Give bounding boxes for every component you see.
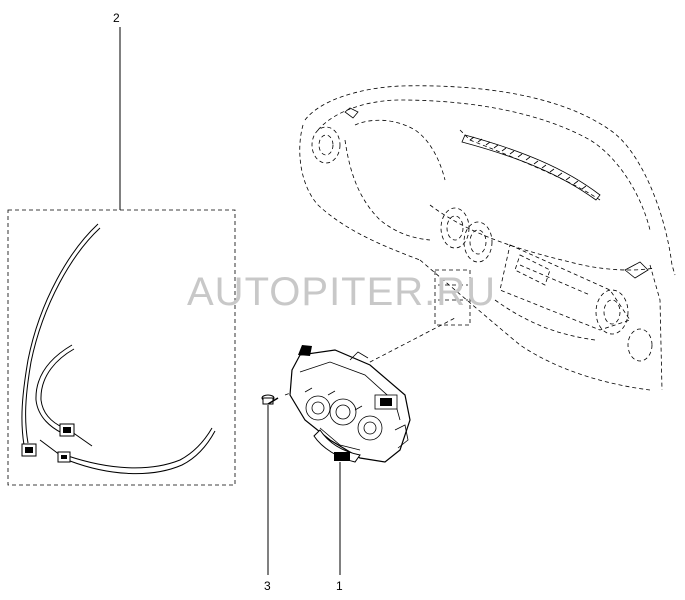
- heater-control-panel: [289, 345, 411, 463]
- wiring-kit-frame: [7, 209, 236, 486]
- callout-2-group: 2: [7, 11, 236, 486]
- screw: [261, 394, 279, 405]
- wiring-harness: [21, 223, 216, 475]
- dashboard-outline: [299, 85, 676, 391]
- callout-3-label: 3: [264, 579, 271, 593]
- callout-3-group: 3: [264, 405, 271, 593]
- callout-1-label: 1: [336, 579, 343, 593]
- callout-2-label: 2: [113, 11, 120, 25]
- callout-1-group: 1: [336, 462, 343, 593]
- watermark: AUTOPITER.RU: [187, 270, 496, 314]
